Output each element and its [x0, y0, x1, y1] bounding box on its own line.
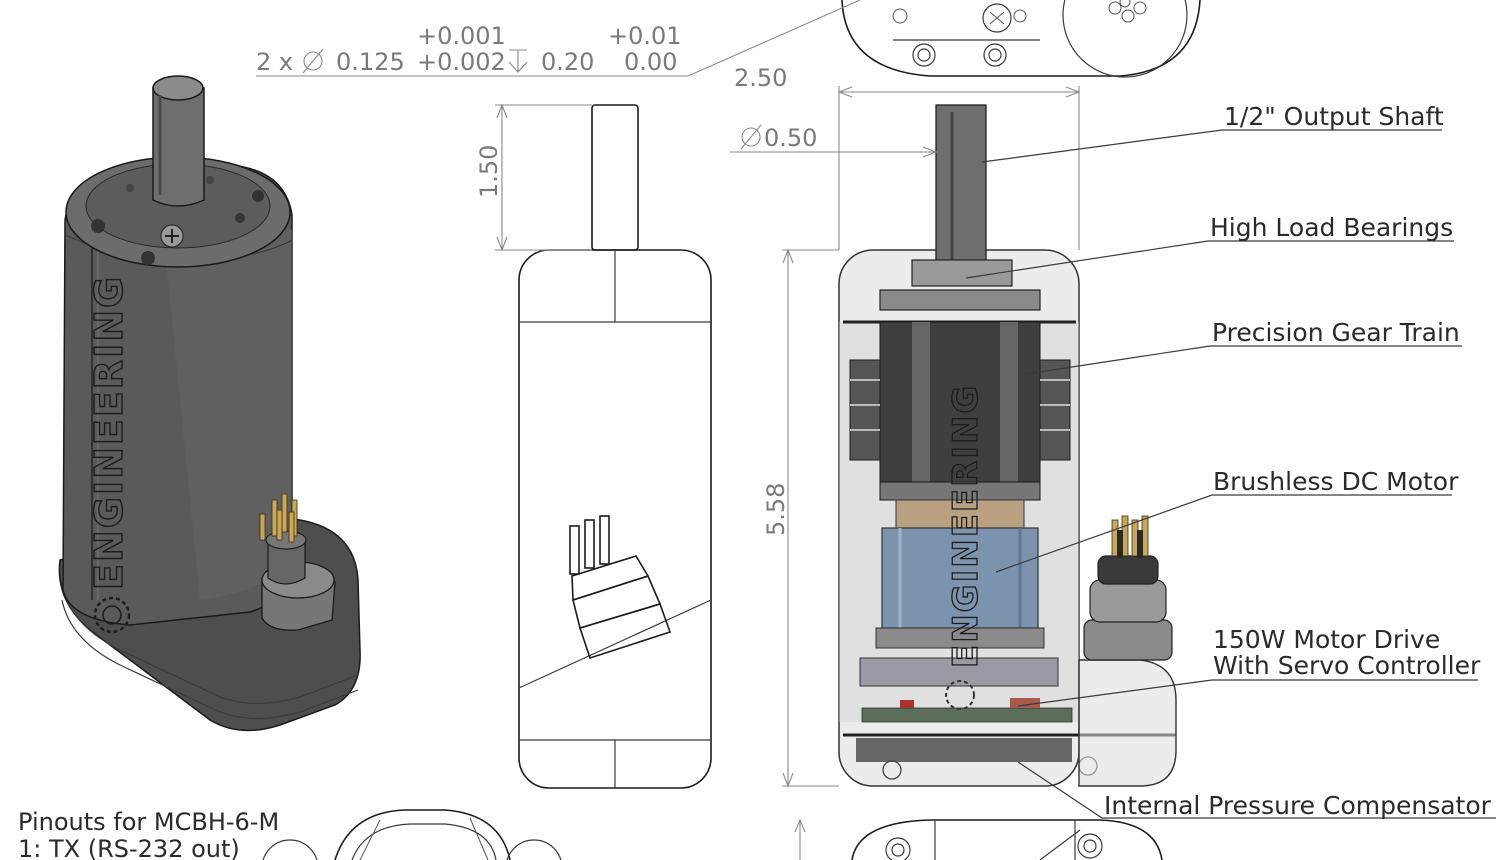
isometric-actuator-view: ENGINEERING — [58, 75, 361, 732]
transparent-section-view: ENGINEERING 2.50 — [730, 64, 1177, 788]
bottom-end-view — [794, 818, 1163, 860]
top-connector-pins-icon — [1108, 0, 1147, 23]
callout-motor-label: Brushless DC Motor — [1213, 467, 1459, 496]
hole-tol-upper: +0.001 — [417, 22, 506, 50]
hole-callout: +0.001 +0.01 2 x 0.125 +0.002 0.20 0.00 — [256, 0, 861, 77]
shaft-length-value: 1.50 — [475, 145, 503, 198]
pinout-pin1: 1: TX (RS-232 out) — [18, 835, 240, 860]
side-outline-view: 1.50 — [475, 103, 712, 789]
callout-output-shaft-label: 1/2" Output Shaft — [1224, 102, 1444, 131]
callout-gear-train-label: Precision Gear Train — [1212, 318, 1460, 347]
hole-depth: 0.20 — [541, 48, 594, 76]
callout-bearings: High Load Bearings — [965, 213, 1454, 279]
body-height-value: 5.58 — [762, 483, 790, 536]
side-connector — [569, 515, 672, 660]
callout-drive-line1: 150W Motor Drive — [1213, 625, 1440, 654]
callout-compensator-label: Internal Pressure Compensator — [1104, 791, 1492, 820]
shaft-diameter-dimension: 0.50 — [730, 124, 938, 158]
hole-diameter: 0.125 — [336, 48, 405, 76]
depth-tol-upper: +0.01 — [608, 22, 682, 50]
callout-motor: Brushless DC Motor — [995, 467, 1459, 573]
iso-connector — [259, 493, 336, 631]
section-connector — [1083, 515, 1173, 661]
depth-tol-lower: 0.00 — [624, 48, 677, 76]
top-end-view — [841, 0, 1201, 78]
hole-count: 2 x — [256, 48, 293, 76]
shaft-length-dimension: 1.50 — [475, 103, 592, 252]
motor-section — [875, 499, 1045, 649]
section-branding-text: ENGINEERING — [946, 384, 986, 668]
shaft-diameter-value: 0.50 — [764, 124, 817, 152]
callout-bearings-label: High Load Bearings — [1210, 213, 1453, 242]
diameter-symbol-icon — [740, 124, 762, 150]
diameter-symbol-icon — [302, 48, 324, 74]
width-dimension: 2.50 — [734, 64, 1081, 250]
callout-compensator: Internal Pressure Compensator — [1017, 761, 1496, 820]
housing-branding-text: ENGINEERING — [87, 275, 131, 590]
callout-output-shaft: 1/2" Output Shaft — [981, 102, 1444, 163]
hole-tol-lower: +0.002 — [417, 48, 506, 76]
width-value: 2.50 — [734, 64, 787, 92]
body-height-dimension: 5.58 — [762, 248, 839, 788]
callout-drive-line2: With Servo Controller — [1213, 651, 1481, 680]
iso-connector-pins-icon — [259, 493, 298, 543]
section-connector-pins-icon — [1111, 515, 1149, 558]
connector-face-view — [262, 809, 562, 860]
depth-symbol-icon — [508, 49, 528, 73]
phillips-screw-icon — [160, 224, 184, 248]
pinout-notes: Pinouts for MCBH-6-M 1: TX (RS-232 out) — [18, 808, 279, 860]
gear-logo-icon — [93, 596, 131, 634]
callout-drive: 150W Motor Drive With Servo Controller — [1017, 625, 1481, 707]
callout-gear-train: Precision Gear Train — [1025, 318, 1462, 375]
pinout-title: Pinouts for MCBH-6-M — [18, 808, 279, 836]
gear-train-section — [849, 321, 1071, 501]
